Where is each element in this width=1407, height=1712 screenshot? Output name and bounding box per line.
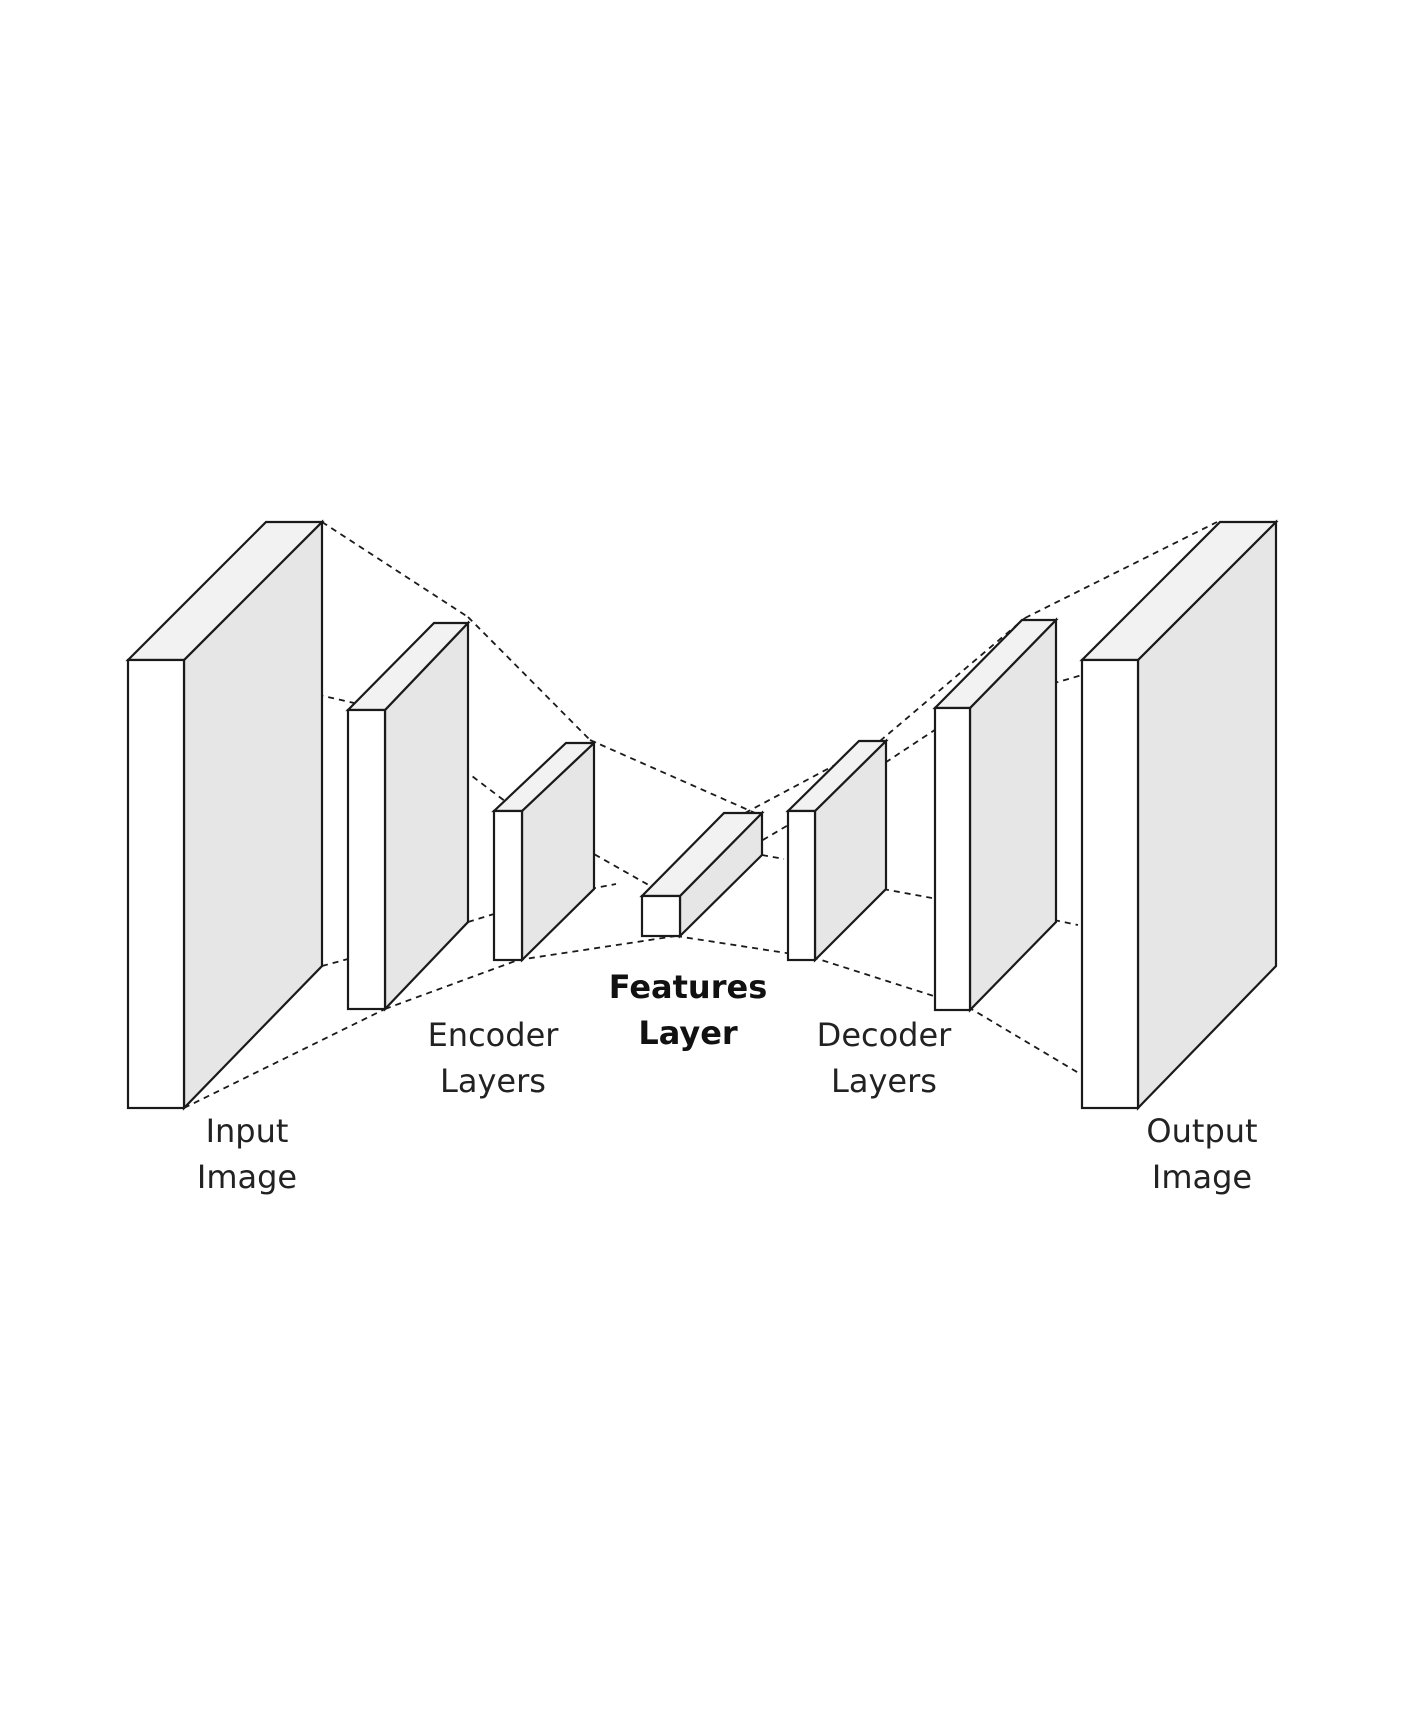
block-front-face [492, 809, 524, 962]
connector-line [517, 935, 677, 961]
connector-line [744, 740, 881, 814]
input-label-line2: Image [197, 1158, 297, 1196]
connector-line [1024, 521, 1218, 619]
features-label-line1: Features [609, 968, 767, 1006]
connector-line [321, 521, 469, 618]
output-label-line1: Output [1146, 1112, 1257, 1150]
decoder-label-line2: Layers [831, 1062, 937, 1100]
connector-line [183, 1008, 386, 1109]
decoder-label-line1: Decoder [817, 1016, 953, 1054]
connector-line [517, 810, 669, 897]
block-front-face [786, 809, 817, 962]
block-front-face [933, 706, 972, 1012]
connector-line [761, 854, 785, 860]
connector-line [1053, 919, 1079, 926]
connector-line [882, 888, 933, 899]
connector-line [467, 913, 495, 923]
encoder-label-line1: Encoder [428, 1016, 560, 1054]
encoder-layer-1-block [345, 620, 471, 1012]
block-front-face [640, 894, 682, 938]
output-image-block [1079, 519, 1279, 1111]
block-front-face [126, 658, 186, 1110]
connector-line [321, 958, 349, 967]
output-label-line2: Image [1152, 1158, 1252, 1196]
encoder-label-line2: Layers [440, 1062, 546, 1100]
input-image-block [125, 519, 325, 1111]
decoder-layer-2-block [932, 617, 1059, 1013]
connector-line [384, 959, 519, 1010]
connector-line [467, 616, 591, 741]
features-layer-block [639, 810, 765, 939]
features-label-line2: Layer [638, 1014, 738, 1052]
connector-line [589, 739, 756, 814]
labels: Input Image Encoder Layers Features Laye… [197, 968, 1258, 1196]
connector-line [879, 617, 1026, 742]
input-label-line1: Input [206, 1112, 289, 1150]
encoder-layer-2-block [491, 740, 597, 963]
block-front-face [346, 708, 387, 1011]
block-front-face [1080, 658, 1140, 1110]
decoder-layer-1-block [785, 738, 889, 963]
